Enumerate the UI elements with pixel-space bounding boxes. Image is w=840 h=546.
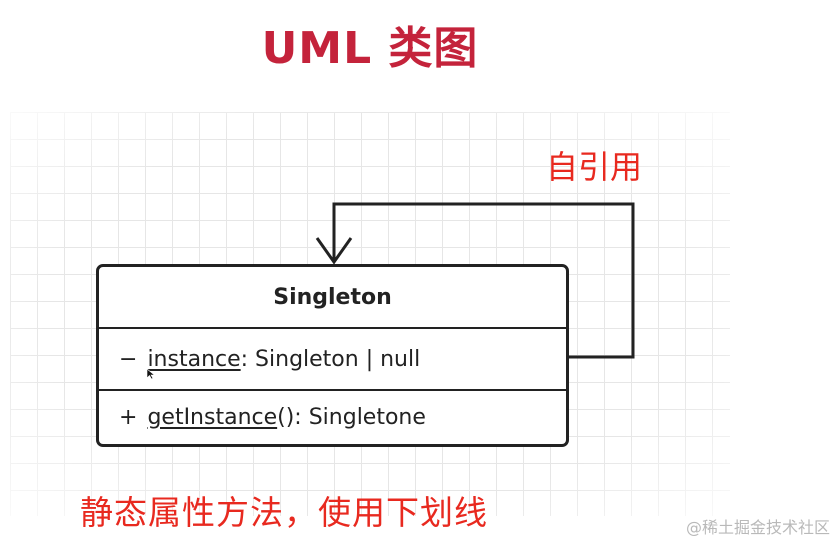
class-name-compartment: Singleton <box>99 267 566 329</box>
method-visibility: + <box>119 405 138 430</box>
method-signature: (): Singletone <box>277 405 426 430</box>
attribute-name: instance <box>147 346 241 372</box>
class-box: Singleton −instance: Singleton | null + g… <box>96 264 569 447</box>
watermark: @稀土掘金技术社区 <box>685 518 830 537</box>
self-reference-label: 自引用 <box>546 148 643 186</box>
attribute-visibility: − <box>119 346 138 372</box>
underline-note: 静态属性方法，使用下划线 <box>80 493 488 532</box>
mouse-cursor-icon <box>146 368 156 380</box>
class-name: Singleton <box>273 284 392 310</box>
attribute-type: : Singleton | null <box>240 346 421 372</box>
attribute-compartment: −instance: Singleton | null <box>99 329 566 391</box>
method-name: getInstance <box>147 405 278 430</box>
method-compartment: + getInstance(): Singletone <box>99 391 566 444</box>
page-title: UML 类图 <box>261 23 479 74</box>
